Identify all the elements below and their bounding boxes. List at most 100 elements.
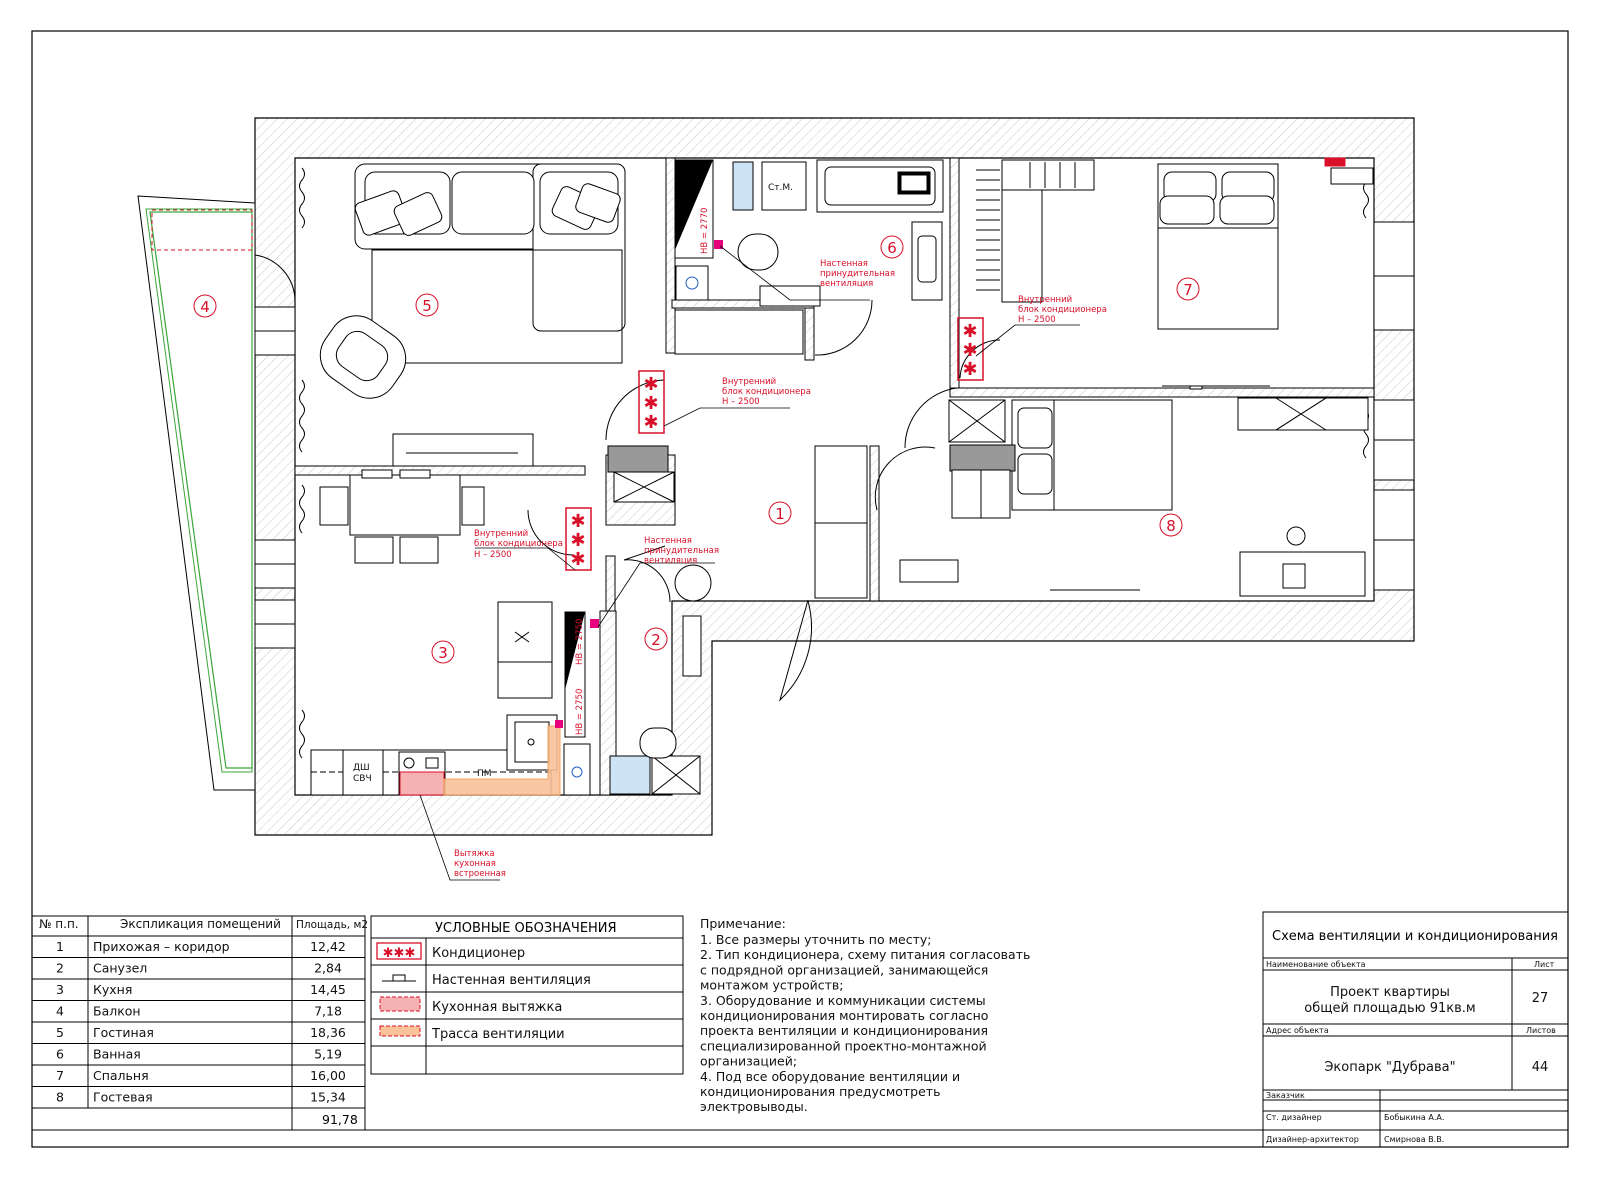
- explication-row-4-name: Балкон: [93, 1004, 141, 1019]
- hood-label-3: встроенная: [454, 869, 506, 879]
- explication-col-no: № п.п.: [39, 917, 79, 931]
- bathroom-furniture: [607, 159, 944, 795]
- explication-row-5-no: 5: [56, 1025, 64, 1040]
- ac-label-living-2: блок кондиционера: [722, 387, 811, 397]
- ac-label-bedroom-2: блок кондиционера: [1018, 305, 1107, 315]
- sheet-frame: [31, 30, 1569, 1148]
- room-numbers: 1 2 3 4 5 6 7 8: [200, 239, 1193, 662]
- room-number-4: 4: [200, 298, 210, 316]
- notes-heading: Примечание:: [700, 916, 786, 931]
- bedroom-furniture: [976, 157, 1374, 390]
- stamp-sheet-no: 27: [1532, 991, 1549, 1006]
- explication-row-2-area: 2,84: [314, 961, 342, 976]
- explication-row-2-no: 2: [56, 961, 64, 976]
- ac-stars: ✱✱✱ ✱✱✱ ✱✱✱: [570, 321, 977, 570]
- legend-symbol-route: [379, 1025, 421, 1037]
- svg-text:✱: ✱: [643, 374, 658, 395]
- room-markers: [193, 235, 1200, 664]
- doors: [254, 254, 1001, 702]
- vent-label-bath-2: принудительная: [820, 269, 895, 279]
- stamp-object-line2: общей площадью 91кв.м: [1304, 1001, 1476, 1016]
- guest-room-furniture: [899, 397, 1369, 597]
- legend-item-ac: Кондиционер: [432, 946, 525, 961]
- dishwasher-label: ДШ: [353, 763, 370, 773]
- toilet: [737, 233, 779, 271]
- legend: УСЛОВНЫЕ ОБОЗНАЧЕНИЯ ✱✱✱ Кондиционер Нас…: [370, 915, 684, 1075]
- svg-text:✱: ✱: [570, 530, 585, 551]
- pm-label: ПМ: [477, 769, 492, 779]
- kitchen-hood: [399, 771, 445, 796]
- stamp-object-label: Наименование объекта: [1266, 960, 1366, 969]
- legend-item-hood: Кухонная вытяжка: [432, 1000, 562, 1015]
- stamp-address: Экопарк "Дубрава": [1324, 1060, 1455, 1075]
- stamp-sheets-total: 44: [1532, 1060, 1549, 1075]
- note-line-8: специализированной проектно-монтажной: [700, 1038, 987, 1053]
- stamp-address-label: Адрес объекта: [1266, 1026, 1329, 1035]
- stamp-client-label: Заказчик: [1266, 1091, 1305, 1100]
- microwave-label: СВЧ: [353, 774, 372, 784]
- nv-2750-label-1: НВ = 2750: [575, 619, 585, 665]
- explication-row-3-no: 3: [56, 982, 64, 997]
- stamp-role-2: Дизайнер-архитектор: [1266, 1135, 1359, 1144]
- stamp-person-1: Бобыкина А.А.: [1384, 1113, 1444, 1122]
- ac-label-living-3: Н – 2500: [722, 397, 760, 407]
- legend-item-wall-vent: Настенная вентиляция: [432, 973, 591, 988]
- ac-label-bedroom-1: Внутренний: [1018, 295, 1072, 305]
- legend-item-route: Трасса вентиляции: [431, 1027, 565, 1042]
- stamp-sheets-label: Листов: [1526, 1026, 1556, 1035]
- title-block: Схема вентиляции и кондиционирования Наи…: [1262, 911, 1569, 1148]
- nv-2750-label-2: НВ = 2750: [575, 689, 585, 735]
- explication-row-6-no: 6: [56, 1047, 64, 1062]
- island: [497, 601, 553, 663]
- living-room-furniture: [319, 163, 626, 467]
- ac-label-kitchen-1: Внутренний: [474, 529, 528, 539]
- vent-shafts: [555, 159, 723, 738]
- plan-small-labels: Ст.М. ДШ СВЧ ПМ: [353, 183, 793, 784]
- vent-label-bath-1: Настенная: [820, 259, 868, 269]
- svg-text:✱: ✱: [643, 393, 658, 414]
- nv-2770-label: НВ = 2770: [700, 208, 710, 254]
- explication-row-7-no: 7: [56, 1068, 64, 1083]
- explication-row-1-area: 12,42: [310, 939, 346, 954]
- note-line-6: кондиционирования монтировать согласно: [700, 1008, 988, 1023]
- explication-row-3-name: Кухня: [93, 982, 132, 997]
- legend-symbol-wall-vent: [382, 974, 416, 982]
- svg-text:✱: ✱: [962, 359, 977, 380]
- note-line-11: кондиционирования предусмотреть: [700, 1084, 940, 1099]
- wardrobe: [814, 445, 868, 599]
- dining-table: [349, 474, 461, 536]
- ac-units: [565, 317, 984, 571]
- note-line-12: электровыводы.: [700, 1099, 808, 1114]
- windows: [254, 221, 1415, 649]
- room-number-6: 6: [887, 239, 897, 257]
- room-number-7: 7: [1183, 281, 1193, 299]
- ac-label-living-1: Внутренний: [722, 377, 776, 387]
- explication-row-3-area: 14,45: [310, 982, 346, 997]
- hood-label-1: Вытяжка: [454, 849, 495, 859]
- note-line-2: 2. Тип кондиционера, схему питания согла…: [700, 947, 1030, 962]
- explication-row-1-name: Прихожая – коридор: [93, 939, 230, 954]
- explication-row-8-area: 15,34: [310, 1090, 346, 1105]
- explication-row-8-name: Гостевая: [93, 1090, 153, 1105]
- legend-symbol-ac: ✱✱✱: [376, 942, 422, 961]
- ac-label-kitchen-2: блок кондиционера: [474, 539, 563, 549]
- vent-label-bath-3: вентиляция: [820, 279, 873, 289]
- svg-text:✱: ✱: [570, 549, 585, 570]
- svg-text:✱: ✱: [570, 511, 585, 532]
- room-number-8: 8: [1166, 517, 1176, 535]
- legend-symbol-hood: [379, 996, 421, 1012]
- explication-row-4-area: 7,18: [314, 1004, 342, 1019]
- explication-row-6-name: Ванная: [93, 1047, 141, 1062]
- explication-col-name: Экспликация помещений: [120, 917, 281, 931]
- explication-row-2-name: Санузел: [93, 961, 147, 976]
- floor-plan: ✱✱✱ ✱✱✱ ✱✱✱ 1 2 3 4: [137, 117, 1415, 881]
- room-number-2: 2: [651, 631, 661, 649]
- ac-label-kitchen-3: Н – 2500: [474, 550, 512, 560]
- stamp-person-2: Смирнова В.В.: [1384, 1135, 1444, 1144]
- explication-table: № п.п. Экспликация помещений Площадь, м2…: [31, 915, 1568, 1131]
- note-line-5: 3. Оборудование и коммуникации системы: [700, 993, 986, 1008]
- balcony: [137, 195, 256, 791]
- explication-col-area: Площадь, м2: [296, 919, 368, 931]
- explication-row-7-name: Спальня: [93, 1068, 149, 1083]
- note-line-1: 1. Все размеры уточнить по месту;: [700, 932, 931, 947]
